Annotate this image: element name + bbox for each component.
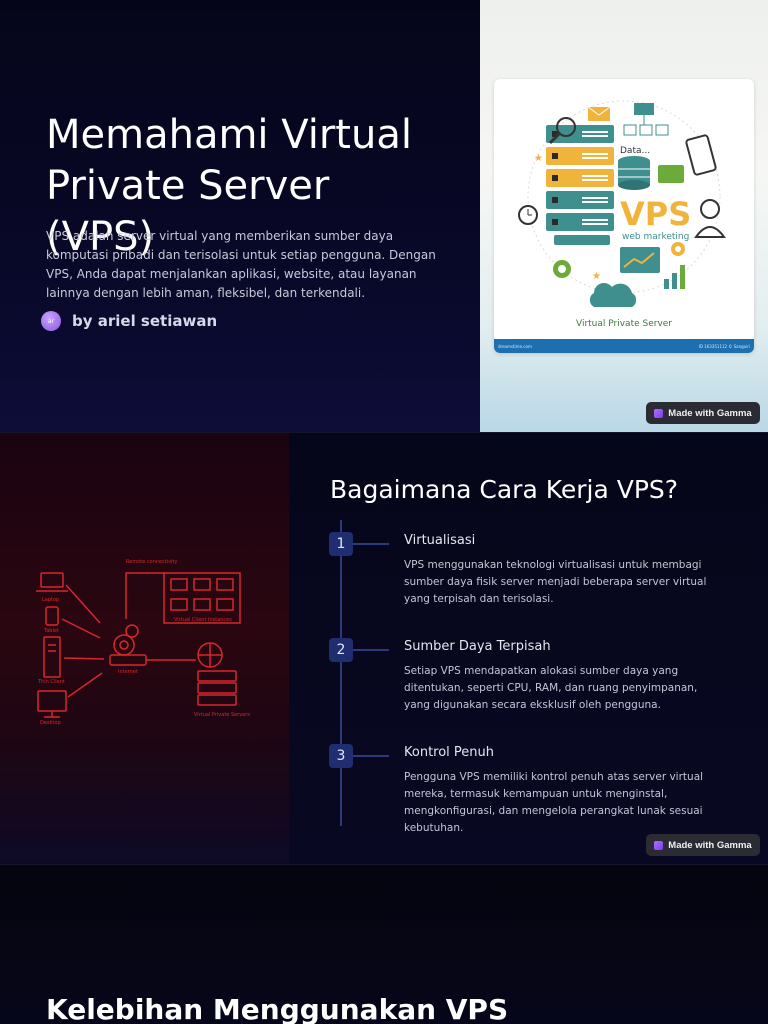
step-number-badge: 3 [329,744,353,768]
step-number-badge: 1 [329,532,353,556]
slide-title: Memahami Virtual Private Server (VPS) [46,112,412,260]
svg-text:★: ★ [534,153,543,164]
author-row: ar by ariel setiawan [41,311,217,331]
step-title: Kontrol Penuh [404,745,495,760]
client-instances-label: Virtual Client Instances [174,617,232,623]
section-title: Kelebihan Menggunakan VPS [46,993,509,1024]
gamma-logo-icon [654,840,664,850]
author-name: by ariel setiawan [72,312,218,330]
step-connector [353,543,389,545]
timeline-line [340,520,342,826]
vps-illustration-icon: Data... VPS web marketing [518,100,726,307]
slide-advantages: Kelebihan Menggunakan VPS [0,864,768,1024]
step-title: Virtualisasi [404,533,476,548]
made-with-gamma-button[interactable]: Made with Gamma [646,834,760,856]
section-title: Bagaimana Cara Kerja VPS? [330,475,679,504]
vps-sub-label: web marketing [622,232,689,242]
virtual-servers-label: Virtual Private Servers [194,712,250,718]
network-diagram-icon: Remote connectivity Laptop Tablet Thin C… [36,559,250,726]
image-source-label: dreamstime.com [498,343,532,349]
laptop-label: Laptop [42,597,59,603]
data-label: Data... [620,146,650,156]
remote-connectivity-label: Remote connectivity [126,559,178,565]
internet-label: Internet [118,669,138,675]
tablet-label: Tablet [43,628,59,634]
step-title: Sumber Daya Terpisah [404,639,551,654]
gamma-badge-label: Made with Gamma [668,839,752,851]
avatar-initials: ar [47,317,55,325]
vps-illustration: Data... VPS web marketing [494,79,754,353]
vps-big-label: VPS [620,195,691,233]
step-number-badge: 2 [329,638,353,662]
slide-description: VPS adalah server virtual yang memberika… [46,229,436,300]
gamma-logo-icon [654,408,664,418]
thin-client-label: Thin Client [37,679,65,685]
made-with-gamma-button[interactable]: Made with Gamma [646,402,760,424]
step-connector [353,649,389,651]
desktop-label: Desktop [40,720,61,726]
network-diagram-panel: Remote connectivity Laptop Tablet Thin C… [0,433,289,865]
step-body: Pengguna VPS memiliki kontrol penuh atas… [404,771,704,834]
avatar: ar [41,311,61,331]
vps-card-footer: dreamstime.com ID 163351112 © Sangoiri [494,339,754,353]
step-connector [353,755,389,757]
vps-caption: Virtual Private Server [575,319,673,329]
step-body: VPS menggunakan teknologi virtualisasi u… [404,559,707,605]
gamma-badge-label: Made with Gamma [668,407,752,419]
svg-text:★: ★ [592,271,601,282]
step-body: Setiap VPS mendapatkan alokasi sumber da… [404,665,698,711]
image-id-label: ID 163351112 © Sangoiri [698,343,750,349]
